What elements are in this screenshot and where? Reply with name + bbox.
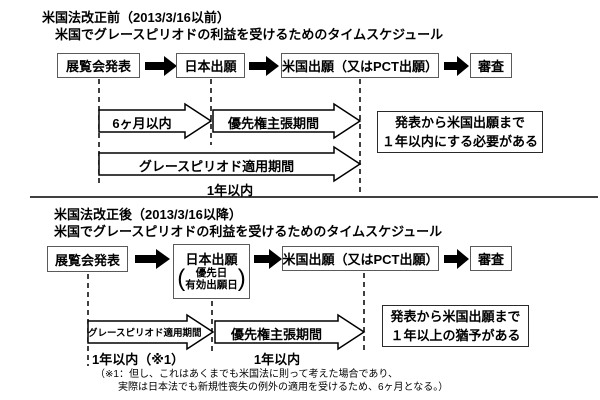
box-japan-1: 日本出願 (176, 53, 245, 78)
flow-arrow-icon (249, 56, 279, 76)
section1-title: 米国法改正前（2013/3/16以前） (42, 10, 230, 25)
japan-2-effective-date: 有効出願日 (185, 279, 238, 291)
box-exam-2: 審査 (470, 246, 512, 271)
box-us-1-label: 米国出願（又はPCT出願） (282, 59, 439, 74)
label-one-year-grace: 1年以内（※1） (92, 352, 185, 367)
box-exam-1: 審査 (470, 53, 512, 78)
open-paren: ( (177, 265, 186, 292)
footnote: （※1：但し、これはあくまでも米国法に則って考えた場合であり、 実際は日本法でも… (95, 368, 448, 394)
flow-arrow-icon (444, 56, 469, 76)
block-arrow-priority-1 (212, 102, 362, 140)
box-exam-1-label: 審査 (477, 59, 504, 74)
flow-arrow-icon (254, 249, 282, 269)
japan-2-priority-date: 優先日 (195, 267, 228, 279)
box-exhibition-1-label: 展覧会発表 (65, 59, 131, 74)
box-exhibition-2: 展覧会発表 (47, 246, 128, 272)
flow-arrow-icon (135, 249, 170, 269)
box-us-2-label: 米国出願（又はPCT出願） (282, 252, 439, 267)
label-grace-1: グレースピリオド適用期間 (138, 159, 295, 174)
box-exhibition-2-label: 展覧会発表 (54, 252, 120, 268)
section2-title: 米国法改正後（2013/3/16以降） (54, 207, 242, 222)
section2-subtitle: 米国でグレースピリオドの利益を受けるためのタイムスケジュール (54, 224, 443, 239)
flow-arrow-icon (444, 249, 469, 269)
box-exhibition-1: 展覧会発表 (57, 53, 140, 78)
block-arrow-grace-1 (98, 145, 362, 183)
box-japan-2-label: 日本出願 (185, 252, 238, 267)
box-us-1: 米国出願（又はPCT出願） (281, 53, 439, 78)
note-box-2-line2: １年以上の猶予がある (390, 328, 521, 343)
footnote-line2: 実際は日本法でも新規性喪失の例外の適用を受けるため、6ヶ月となる。） (118, 382, 449, 393)
flow-arrow-icon (145, 56, 177, 76)
block-arrow-grace-2 (87, 313, 215, 351)
label-priority-2: 優先権主張期間 (230, 327, 322, 342)
section1-subtitle: 米国でグレースピリオドの利益を受けるためのタイムスケジュール (55, 27, 444, 42)
box-exam-2-label: 審査 (477, 252, 504, 267)
note-box-1-line2: １年以内にする必要がある (381, 134, 539, 149)
label-one-year-1: 1年以内 (206, 183, 254, 198)
note-box-1: 発表から米国出願まで １年以内にする必要がある (377, 111, 543, 153)
close-paren: ) (237, 265, 246, 292)
japan-2-sub-group: ( 優先日 有効出願日 ) (177, 265, 246, 292)
note-box-2: 発表から米国出願まで １年以上の猶予がある (382, 305, 529, 347)
note-box-2-line1: 発表から米国出願まで (390, 309, 521, 324)
block-arrow-six-months (98, 102, 213, 140)
footnote-line1: （※1：但し、これはあくまでも米国法に則って考えた場合であり、 (95, 369, 398, 380)
label-grace-2: グレースピリオド適用期間 (88, 328, 202, 339)
box-japan-2: 日本出願 ( 優先日 有効出願日 ) (173, 244, 250, 299)
block-arrow-priority-2 (214, 313, 366, 351)
label-one-year-priority: 1年以内 (253, 352, 301, 367)
note-box-1-line1: 発表から米国出願まで (394, 115, 525, 130)
box-us-2: 米国出願（又はPCT出願） (282, 246, 439, 271)
label-priority-1: 優先権主張期間 (227, 116, 319, 131)
box-japan-1-label: 日本出願 (184, 59, 237, 74)
label-six-months: 6ヶ月以内 (112, 116, 172, 131)
